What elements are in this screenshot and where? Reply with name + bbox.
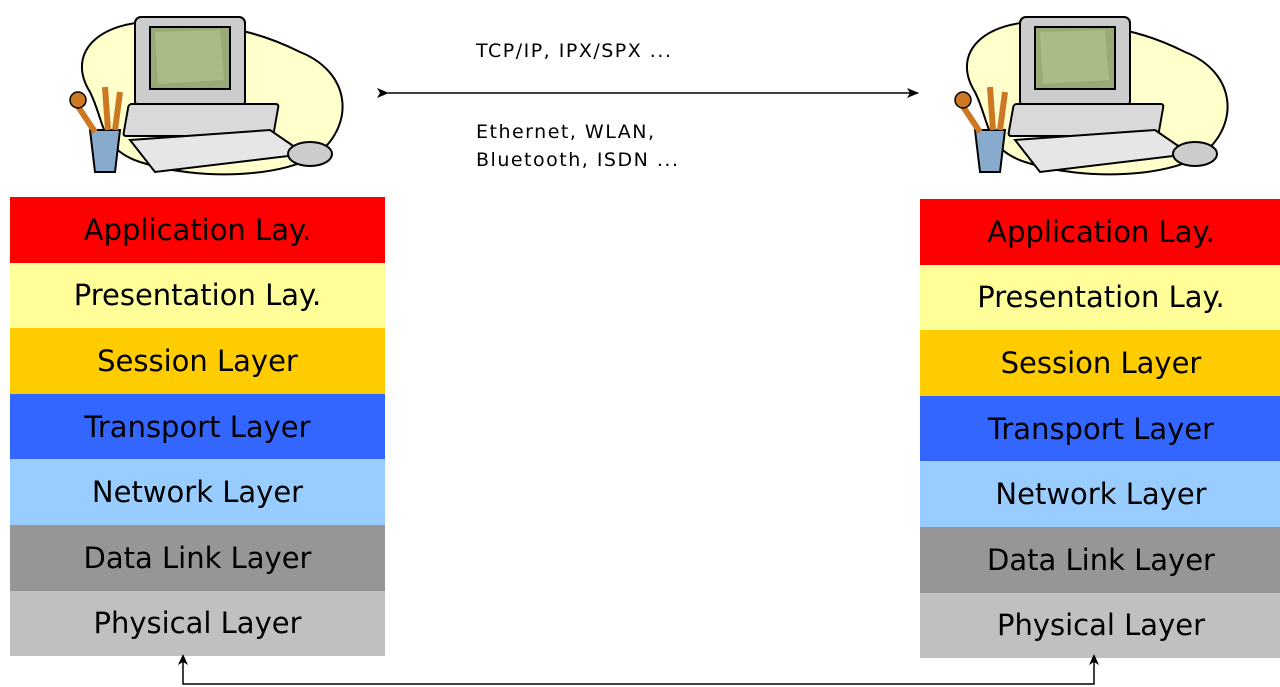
mouse: [287, 141, 333, 167]
layer-presentation-lay: Presentation Lay.: [10, 262, 385, 329]
network-protocols-label: TCP/IP, IPX/SPX ...: [476, 40, 673, 62]
layer-physical-layer: Physical Layer: [10, 590, 385, 657]
layer-application-lay: Application Lay.: [920, 199, 1280, 265]
layer-network-layer: Network Layer: [10, 459, 385, 525]
layer-session-layer: Session Layer: [920, 330, 1280, 396]
physical-link-arrowhead-left: [178, 654, 188, 665]
right-osi-stack: Application Lay.Presentation Lay.Session…: [920, 199, 1280, 659]
left-computer-icon: [69, 16, 344, 176]
mouse: [1172, 141, 1218, 167]
physical-link-line: [182, 660, 1095, 685]
right-computer-icon: [954, 16, 1229, 176]
layer-transport-layer: Transport Layer: [920, 395, 1280, 462]
link-protocols-label: Ethernet, WLAN, Bluetooth, ISDN ...: [476, 118, 679, 174]
layer-presentation-lay: Presentation Lay.: [920, 264, 1280, 331]
link-protocols-line1: Ethernet, WLAN,: [476, 121, 656, 143]
left-osi-stack: Application Lay.Presentation Lay.Session…: [10, 197, 385, 657]
layer-data-link-layer: Data Link Layer: [10, 524, 385, 591]
layer-physical-layer: Physical Layer: [920, 592, 1280, 659]
link-protocols-line2: Bluetooth, ISDN ...: [476, 149, 680, 171]
layer-session-layer: Session Layer: [10, 328, 385, 394]
layer-network-layer: Network Layer: [920, 461, 1280, 527]
layer-transport-layer: Transport Layer: [10, 393, 385, 460]
layer-application-lay: Application Lay.: [10, 197, 385, 263]
layer-data-link-layer: Data Link Layer: [920, 526, 1280, 593]
physical-link-arrowhead-right: [1089, 654, 1099, 665]
